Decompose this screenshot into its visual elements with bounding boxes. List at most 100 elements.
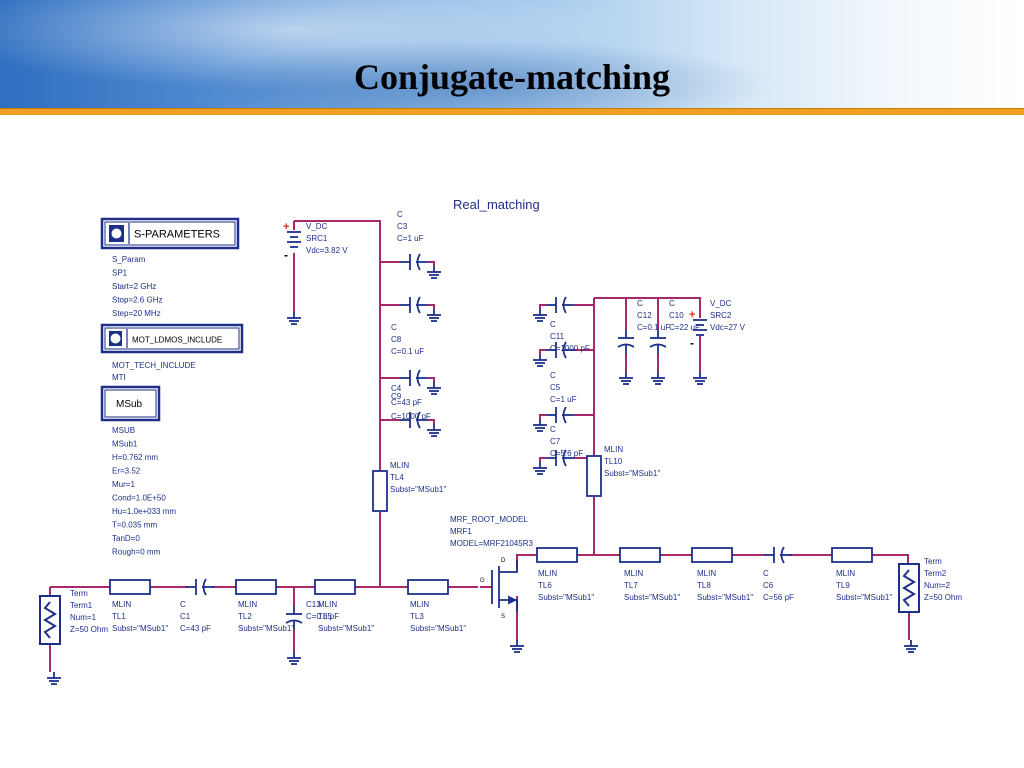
- mrf-arrow: [508, 595, 518, 605]
- sparam-line-4: Step=20 MHz: [112, 309, 161, 318]
- tl10-line-2: Subst="MSub1": [604, 469, 660, 478]
- sparam-line-1: SP1: [112, 269, 128, 278]
- tl6-line-2: Subst="MSub1": [538, 593, 594, 602]
- tl2-line-2: Subst="MSub1": [238, 624, 294, 633]
- mrf-line-2: MODEL=MRF21045R3: [450, 539, 533, 548]
- c6-line-1: C6: [763, 581, 774, 590]
- c1-line-1: C1: [180, 612, 191, 621]
- pin-g: G: [480, 578, 485, 584]
- tl10-body: [586, 455, 602, 497]
- term1-line-1: Term1: [70, 601, 93, 610]
- tl2-line-0: MLIN: [238, 600, 257, 609]
- tl2-line-1: TL2: [238, 612, 252, 621]
- wire-c7b-gnd: [539, 457, 546, 462]
- msub-line-8: TanD=0: [112, 534, 140, 543]
- msub-line-1: MSub1: [112, 440, 138, 449]
- sparam-box-frame: [100, 217, 240, 250]
- tl6-line-1: TL6: [538, 581, 552, 590]
- wire-c8-gnd: [428, 377, 435, 382]
- c5-line-2: C=1 uF: [550, 395, 577, 404]
- msub-line-0: MSUB: [112, 426, 135, 435]
- tl1-line-1: TL1: [112, 612, 126, 621]
- title-divider: [0, 108, 1024, 115]
- term2-line-0: Term: [924, 557, 942, 566]
- include-box-frame: [100, 323, 244, 354]
- c11-line-0: C: [550, 320, 556, 329]
- tl10-line-0: MLIN: [604, 445, 623, 454]
- header-wave-dark: [180, 40, 780, 108]
- wires: [49, 220, 910, 672]
- c1-line-2: C=43 pF: [180, 624, 211, 633]
- c7-line-2: C=5.6 pF: [550, 449, 583, 458]
- term1-zigzag: [43, 601, 57, 639]
- c9-name: C9: [391, 392, 402, 401]
- mrf-source-lead: [499, 599, 518, 612]
- c4-value: C=43 pF: [391, 398, 422, 407]
- c7-line-1: C7: [550, 437, 561, 446]
- tl3-line-1: TL3: [410, 612, 424, 621]
- term1-line-2: Num=1: [70, 613, 97, 622]
- c13-line-0: C13: [306, 600, 321, 609]
- sparam-line-2: Start=2 GHz: [112, 282, 156, 291]
- c5-line-1: C5: [550, 383, 561, 392]
- tl8-line-0: MLIN: [697, 569, 716, 578]
- tl9-body: [831, 547, 873, 563]
- c12-line-1: C12: [637, 311, 652, 320]
- msub-box-inner: [104, 389, 157, 418]
- c12-line-2: C=0.1 uF: [637, 323, 670, 332]
- c11-line-2: C=1000 pF: [550, 344, 590, 353]
- sparam-line-0: S_Param: [112, 255, 146, 264]
- tl5-line-0: MLIN: [318, 600, 337, 609]
- tl9-line-0: MLIN: [836, 569, 855, 578]
- c5-line-0: C: [550, 371, 556, 380]
- term1-line-0: Term: [70, 589, 88, 598]
- tl7-line-0: MLIN: [624, 569, 643, 578]
- term2-line-1: Term2: [924, 569, 947, 578]
- tl8-line-1: TL8: [697, 581, 711, 590]
- msub-line-5: Cond=1.0E+50: [112, 494, 166, 503]
- src2-battery-minus: -: [690, 336, 694, 350]
- header-banner: [0, 0, 1024, 108]
- tl8-body: [691, 547, 733, 563]
- term2-zigzag: [902, 569, 916, 607]
- tl5-body: [314, 579, 356, 595]
- tl1-line-0: MLIN: [112, 600, 131, 609]
- msub-box-frame: [100, 385, 161, 422]
- sparam-box-label: S-PARAMETERS: [134, 229, 220, 241]
- tl4-body: [372, 470, 388, 512]
- tl1-line-2: Subst="MSub1": [112, 624, 168, 633]
- msub-line-7: T=0.035 mm: [112, 521, 157, 530]
- tl1-body: [109, 579, 151, 595]
- c8-line-2: C=0.1 uF: [391, 347, 424, 356]
- include-line-1: MTI: [112, 373, 126, 382]
- tl3-body: [407, 579, 449, 595]
- src2-line-0: V_DC: [710, 299, 732, 308]
- include-line-0: MOT_TECH_INCLUDE: [112, 361, 196, 370]
- src1-battery-minus: -: [284, 248, 288, 262]
- tl10-line-1: TL10: [604, 457, 623, 466]
- src1-battery-plus: +: [283, 221, 289, 233]
- src1-line-2: Vdc=3.82 V: [306, 246, 348, 255]
- src2-battery-plus: +: [689, 309, 695, 321]
- c8-line-0: C: [391, 323, 397, 332]
- c3-line-2: C=1 uF: [397, 234, 424, 243]
- sparam-box-inner: [104, 221, 236, 246]
- wire-c3-gnd: [428, 261, 435, 266]
- c7-line-0: C: [550, 425, 556, 434]
- include-box-label: MOT_LDMOS_INCLUDE: [132, 336, 222, 345]
- tl2-body: [235, 579, 277, 595]
- tl7-line-2: Subst="MSub1": [624, 593, 680, 602]
- wire-c9-gnd: [428, 419, 435, 424]
- c6-line-2: C=56 pF: [763, 593, 794, 602]
- wire-c8b-gnd: [428, 304, 435, 309]
- c10-line-0: C: [669, 299, 675, 308]
- c12-plate2: [617, 343, 635, 348]
- term2-line-3: Z=50 Ohm: [924, 593, 962, 602]
- msub-line-2: H=0.762 mm: [112, 453, 158, 462]
- tl9-line-2: Subst="MSub1": [836, 593, 892, 602]
- c6-line-0: C: [763, 569, 769, 578]
- c4-name: C4: [391, 384, 402, 393]
- tl6-line-0: MLIN: [538, 569, 557, 578]
